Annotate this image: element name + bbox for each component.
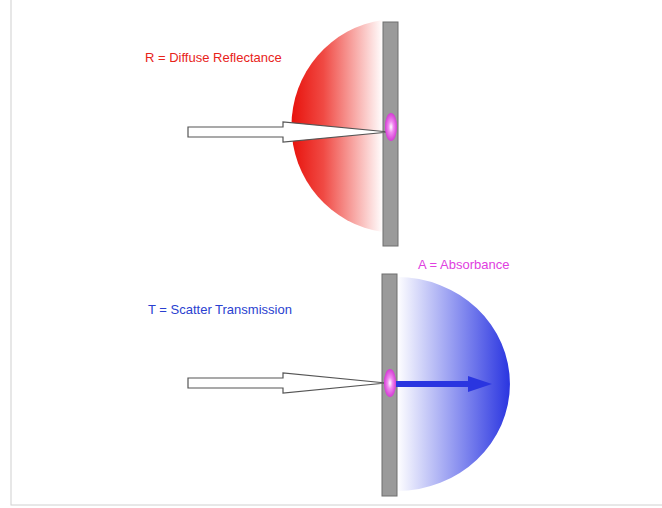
incident-arrow — [188, 122, 389, 142]
transmitted-arrow — [396, 381, 470, 387]
sample-plate — [382, 274, 397, 496]
absorbance-spot — [384, 369, 396, 397]
absorbance-label: A = Absorbance — [418, 257, 509, 273]
frame — [11, 0, 662, 505]
transmission-label: T = Scatter Transmission — [148, 302, 292, 318]
incident-arrow — [188, 373, 386, 393]
transmission-lobe — [397, 277, 510, 491]
sample-plate — [383, 22, 398, 246]
reflectance-label: R = Diffuse Reflectance — [145, 50, 282, 66]
transmitted-arrow-head — [468, 376, 492, 392]
absorbance-spot — [385, 113, 397, 141]
